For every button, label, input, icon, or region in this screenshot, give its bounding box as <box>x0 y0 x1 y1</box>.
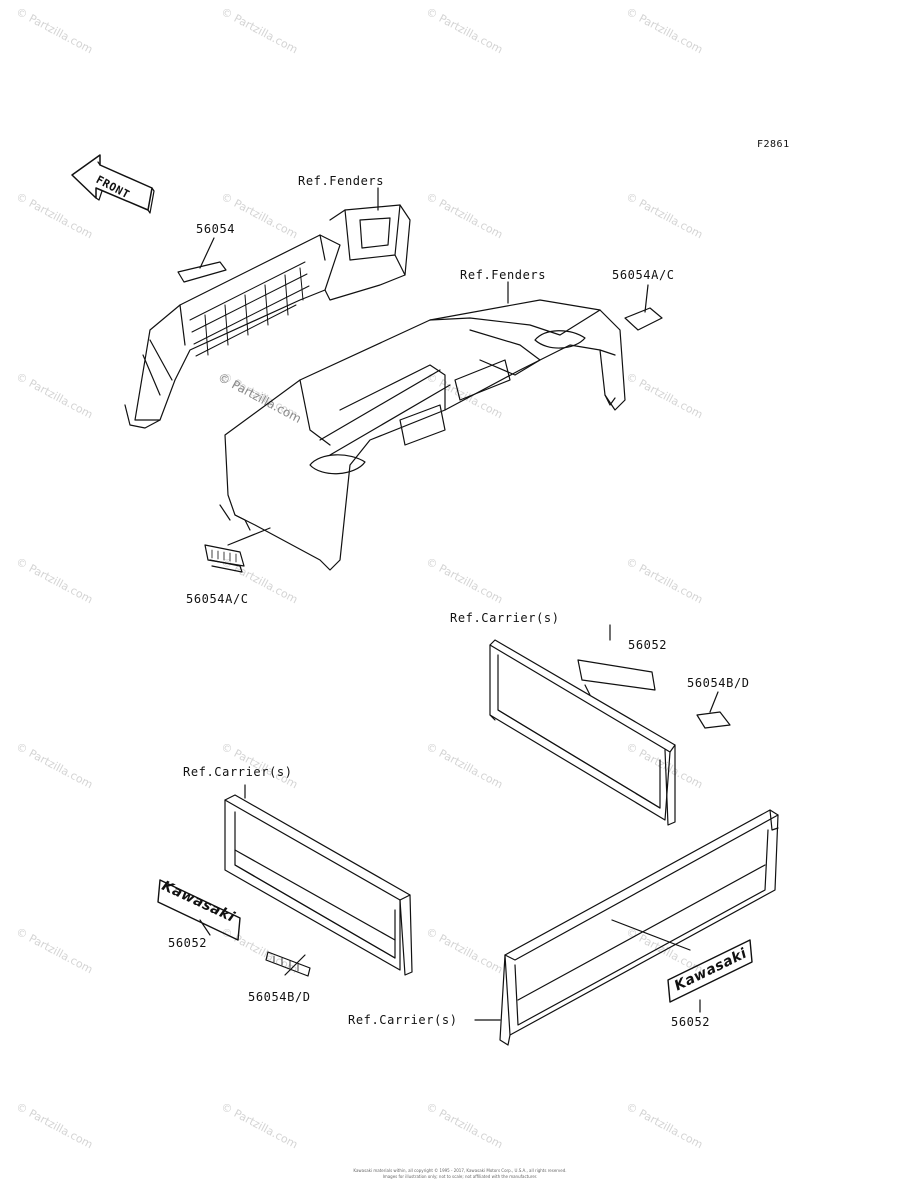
fender-body <box>219 299 626 571</box>
label-56054ac-left: 56054A/C <box>186 592 249 606</box>
label-56054bd-left: 56054B/D <box>248 990 311 1004</box>
label-ref-carrier-left: Ref.Carrier(s) <box>183 765 293 779</box>
figure-code: F2861 <box>757 139 790 150</box>
carrier-panel-upper <box>489 639 676 826</box>
label-56052-right: 56052 <box>628 638 668 652</box>
footer-line-2: Images for illustration only; not to sca… <box>382 1174 538 1179</box>
sticker-56054ac-right <box>624 307 663 331</box>
sticker-56054bd-upper <box>696 711 731 729</box>
label-56054ac-right: 56054A/C <box>612 268 675 282</box>
sticker-56052-upper <box>577 659 656 691</box>
sticker-56054bd-lower <box>265 951 311 977</box>
label-ref-carrier-right: Ref.Carrier(s) <box>450 611 560 625</box>
label-56054bd-right: 56054B/D <box>687 676 750 690</box>
footer-line-1: Kawasaki materials within, all copyright… <box>353 1168 567 1173</box>
carrier-panel-lower-left <box>224 794 413 976</box>
tailgate-panel <box>499 809 779 1046</box>
label-ref-carrier-bottom: Ref.Carrier(s) <box>348 1013 458 1027</box>
label-56052-left: 56052 <box>168 936 208 950</box>
front-arrow-icon <box>71 154 155 214</box>
sticker-56054ac-left <box>204 544 245 573</box>
copyright-footer: Kawasaki materials within, all copyright… <box>350 1168 570 1180</box>
kawasaki-decal-left <box>157 879 241 941</box>
front-grille <box>124 204 411 429</box>
label-56052-bottom: 56052 <box>671 1015 711 1029</box>
label-ref-fenders-mid: Ref.Fenders <box>460 268 547 282</box>
sticker-56054 <box>177 261 227 283</box>
label-56054: 56054 <box>196 222 236 236</box>
label-ref-fenders-top: Ref.Fenders <box>298 174 385 188</box>
kawasaki-decal-right <box>667 939 753 1003</box>
